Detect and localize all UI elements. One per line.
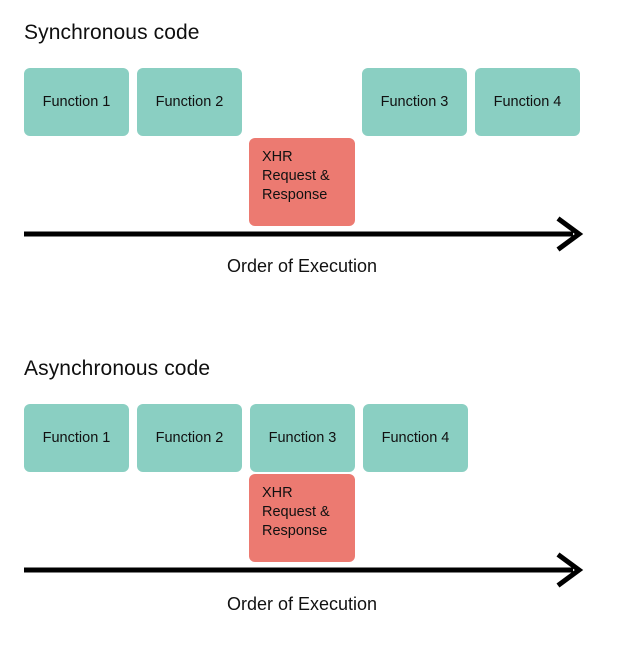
async-xhr-box: XHR Request & Response (249, 474, 355, 562)
synchronous-section: Synchronous code Function 1 Function 2 F… (0, 0, 624, 276)
sync-function-box-4: Function 4 (475, 68, 580, 136)
async-function-box-1: Function 1 (24, 404, 129, 472)
asynchronous-section: Asynchronous code Function 1 Function 2 … (0, 336, 624, 646)
async-function-box-4: Function 4 (363, 404, 468, 472)
sync-function-box-3: Function 3 (362, 68, 467, 136)
asynchronous-timeline-track: Function 1 Function 2 Function 3 Functio… (0, 336, 624, 596)
sync-function-box-1: Function 1 (24, 68, 129, 136)
sync-function-box-2: Function 2 (137, 68, 242, 136)
async-order-of-execution-arrow (0, 550, 624, 590)
sync-order-of-execution-arrow (0, 214, 624, 254)
async-function-label-1: Function 1 (42, 429, 111, 446)
sync-xhr-label: XHR Request & Response (262, 149, 330, 203)
sync-function-label-2: Function 2 (155, 93, 224, 110)
async-axis-caption: Order of Execution (226, 594, 378, 614)
synchronous-section-title: Synchronous code (24, 21, 200, 44)
async-function-box-2: Function 2 (137, 404, 242, 472)
sync-function-label-3: Function 3 (380, 93, 449, 110)
async-function-label-2: Function 2 (155, 429, 224, 446)
sync-function-label-4: Function 4 (493, 93, 562, 110)
sync-function-label-1: Function 1 (42, 93, 111, 110)
async-xhr-label: XHR Request & Response (262, 485, 330, 539)
async-function-box-3: Function 3 (250, 404, 355, 472)
async-function-label-3: Function 3 (268, 429, 337, 446)
async-function-label-4: Function 4 (381, 429, 450, 446)
sync-axis-caption: Order of Execution (226, 256, 378, 276)
asynchronous-section-title: Asynchronous code (24, 357, 211, 380)
sync-xhr-box: XHR Request & Response (249, 138, 355, 226)
synchronous-timeline-track: Function 1 Function 2 Function 3 Functio… (0, 0, 624, 276)
